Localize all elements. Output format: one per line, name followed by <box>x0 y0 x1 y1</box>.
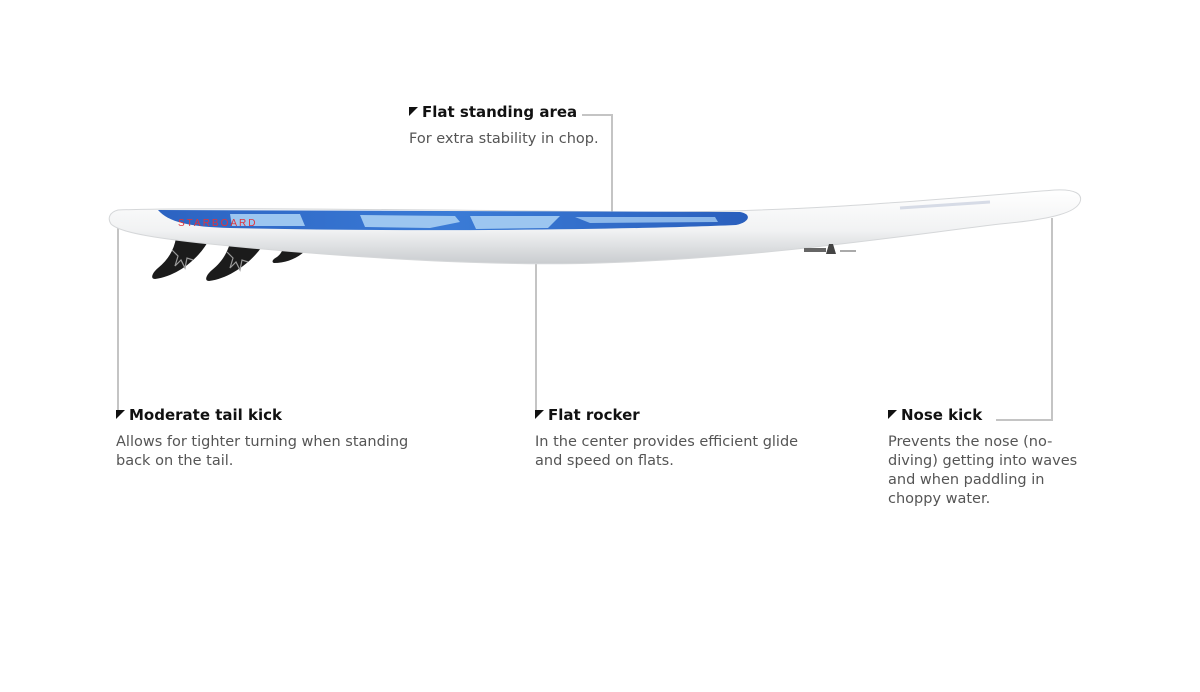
deck-pad-light-4 <box>575 217 718 223</box>
triangle-marker-icon <box>888 409 897 419</box>
callout-description: In the center provides efficient glide a… <box>535 434 799 469</box>
fin-rear <box>152 238 210 279</box>
leader-line-flat-standing <box>582 114 613 213</box>
callout-moderate-tail-kick: Moderate tail kick Allows for tighter tu… <box>116 406 416 471</box>
callout-flat-standing-area: Flat standing area For extra stability i… <box>409 103 669 149</box>
callout-title: Flat rocker <box>548 406 640 424</box>
callout-description: Allows for tighter turning when standing… <box>116 434 409 469</box>
callout-title: Nose kick <box>901 406 983 424</box>
callout-title: Moderate tail kick <box>129 406 283 424</box>
nose-decal <box>899 200 991 210</box>
callout-title: Flat standing area <box>422 103 578 121</box>
fin-middle <box>206 238 266 281</box>
callout-description: For extra stability in chop. <box>409 131 599 147</box>
deck-pad-light-3 <box>470 216 560 229</box>
fin-logo-mark <box>171 249 194 270</box>
bottom-logo <box>804 244 856 254</box>
callout-flat-rocker: Flat rocker In the center provides effic… <box>535 406 825 471</box>
triangle-marker-icon <box>535 409 544 419</box>
leader-lines <box>117 114 1053 421</box>
deck-pad-light <box>230 214 305 226</box>
fin-logo-mark-2 <box>226 251 249 272</box>
board-logo: STARBOARD <box>178 218 258 229</box>
callout-nose-kick: Nose kick Prevents the nose (no-diving) … <box>888 406 1088 509</box>
deck-pad <box>158 210 748 231</box>
triangle-marker-icon <box>409 106 418 116</box>
callout-description: Prevents the nose (no-diving) getting in… <box>888 434 1078 507</box>
triangle-marker-icon <box>116 409 125 419</box>
deck-pad-light-2 <box>360 215 460 228</box>
leader-line-nose-kick <box>996 218 1053 421</box>
